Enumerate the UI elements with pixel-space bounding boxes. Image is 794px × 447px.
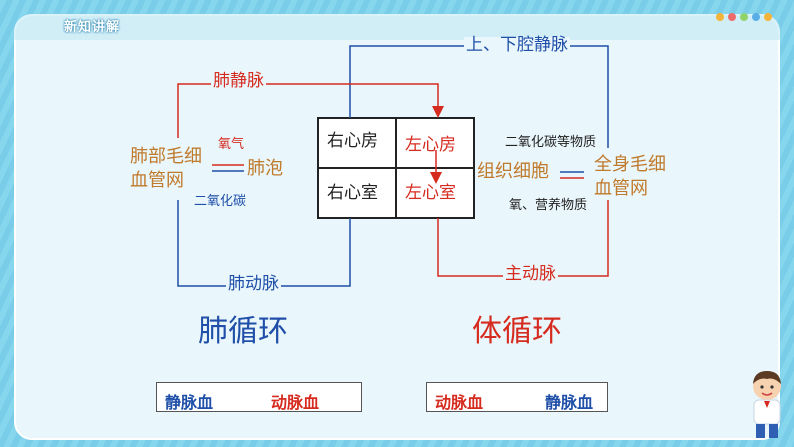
pulmonary-circulation-title: 肺循环 xyxy=(198,314,288,349)
header-strip xyxy=(14,14,780,40)
legend-systemic-venous: 静脉血 xyxy=(545,393,594,412)
alveoli-label: 肺泡 xyxy=(247,158,283,179)
systemic-circulation-title: 体循环 xyxy=(472,314,562,349)
tissue-cells-label: 组织细胞 xyxy=(477,161,549,182)
legend-systemic-arterial: 动脉血 xyxy=(435,393,484,412)
left-atrium-label: 左心房 xyxy=(405,135,456,155)
systemic-capillary-label-2: 血管网 xyxy=(594,178,648,199)
heart-grid xyxy=(317,117,475,219)
page-title: 新知讲解 xyxy=(64,20,121,35)
legend-systemic: 动脉血 静脉血 xyxy=(426,382,608,412)
pulmonary-artery-label: 肺动脉 xyxy=(226,274,281,294)
pulmonary-capillary-label-1: 肺部毛细 xyxy=(130,146,202,167)
left-ventricle-label: 左心室 xyxy=(405,183,456,203)
oxygen-nutrients-label: 氧、营养物质 xyxy=(509,198,588,213)
systemic-capillary-label-1: 全身毛细 xyxy=(594,154,666,175)
right-ventricle-label: 右心室 xyxy=(327,183,378,203)
pulmonary-vein-line xyxy=(177,83,444,138)
oxygen-label: 氧气 xyxy=(218,137,245,152)
content-panel xyxy=(14,14,780,440)
right-atrium-label: 右心房 xyxy=(327,131,378,151)
aorta-label: 主动脉 xyxy=(503,264,558,284)
decor-dots xyxy=(716,6,776,25)
legend-pulmonary: 静脉血 动脉血 xyxy=(156,382,362,412)
cartoon-student-icon xyxy=(753,371,781,438)
pulmonary-vein-label: 肺静脉 xyxy=(211,71,266,91)
pulmonary-capillary-label-2: 血管网 xyxy=(130,170,184,191)
legend-pulmonary-venous: 静脉血 xyxy=(165,393,214,412)
legend-pulmonary-arterial: 动脉血 xyxy=(271,393,320,412)
co2-label: 二氧化碳 xyxy=(194,194,247,209)
co2-substances-label: 二氧化碳等物质 xyxy=(505,135,597,150)
vena-cava-label: 上、下腔静脉 xyxy=(464,35,570,55)
